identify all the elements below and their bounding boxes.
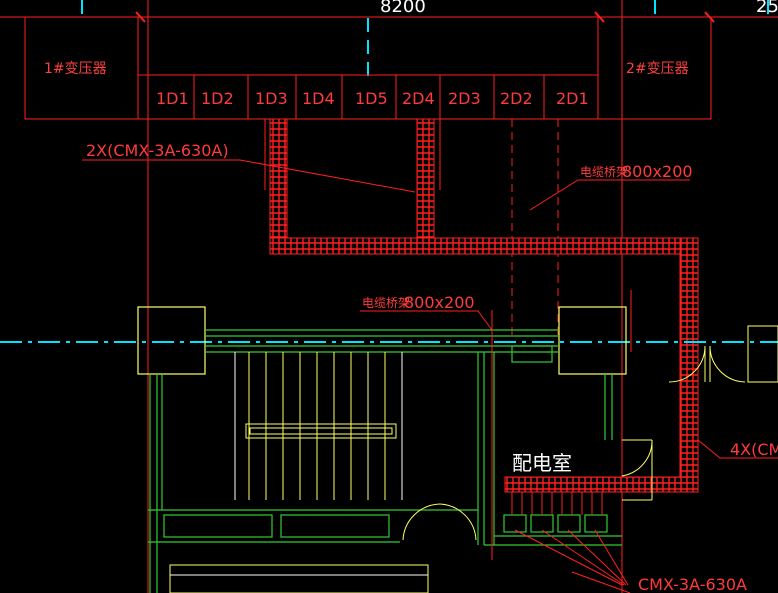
cable-tray (269, 118, 699, 493)
cable-label-upper: 2X(CMX-3A-630A) (86, 141, 229, 160)
cable-tray-prefix-middle: 电缆桥架 (362, 296, 410, 310)
panel-label: 1D4 (302, 89, 335, 108)
dashed-cable-routes (511, 119, 559, 340)
cable-tray-size-upper: 800x200 (622, 162, 693, 181)
cable-tray-prefix-upper: 电缆桥架 (580, 165, 628, 179)
transformer-1-label: 1#变压器 (44, 61, 107, 77)
leader-right (697, 439, 778, 459)
stair (169, 352, 429, 593)
vertical-grid-lines (147, 0, 623, 593)
panel-label: 1D2 (201, 89, 234, 108)
dimension-text-top: 8200 (380, 0, 426, 17)
leader-tray-upper (529, 179, 690, 211)
dimension-text-mask (372, 0, 432, 14)
switchgear-row (24, 16, 712, 120)
misc-red-lines (491, 290, 632, 560)
room-panel-drops (511, 492, 603, 515)
panel-label: 1D3 (255, 89, 288, 108)
walls-green (148, 329, 622, 593)
transformer-2-label: 2#变压器 (626, 61, 689, 77)
room-panels (503, 514, 608, 533)
doors (402, 325, 778, 541)
stair-white-walls (170, 352, 428, 576)
cable-label-right: 4X(CM (730, 440, 778, 459)
tray-inner-lines (264, 119, 441, 190)
panel-label: 1D5 (355, 89, 388, 108)
leader-bottom (514, 529, 631, 593)
top-cyan-markers (81, 0, 769, 76)
panel-label: 2D2 (500, 89, 533, 108)
cable-label-bottom: CMX-3A-630A (638, 575, 747, 593)
room-label: 配电室 (512, 451, 572, 475)
cable-tray-label-upper: 电缆桥架 800x200 (580, 162, 693, 181)
columns (137, 306, 627, 375)
panel-label: 2D4 (402, 89, 435, 108)
leader-upper (82, 159, 416, 193)
dimension-text-right: 25 (756, 0, 778, 17)
cable-tray-size-middle: 800x200 (404, 293, 475, 312)
cable-tray-label-middle: 电缆桥架 800x200 (362, 293, 475, 312)
panel-label: 1D1 (156, 89, 189, 108)
panel-labels: 1D1 1D2 1D3 1D4 1D5 2D4 2D3 2D2 2D1 (156, 89, 589, 108)
panel-label: 2D3 (448, 89, 481, 108)
panel-label: 2D1 (556, 89, 589, 108)
leader-tray-middle (360, 310, 493, 331)
